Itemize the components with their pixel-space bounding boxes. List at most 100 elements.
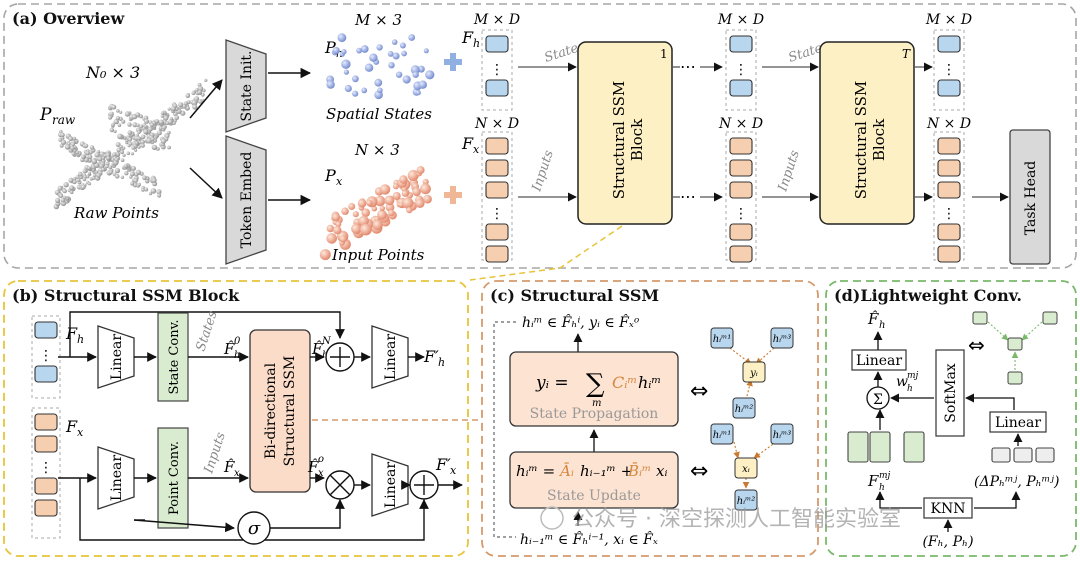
state-point bbox=[344, 84, 352, 93]
raw-point bbox=[200, 92, 205, 97]
prop-c: Cᵢᵐ bbox=[612, 373, 637, 392]
column-ellipsis: ⋮ bbox=[734, 206, 748, 222]
input-point bbox=[412, 187, 421, 197]
state-point bbox=[326, 80, 335, 89]
raw-point bbox=[160, 111, 165, 115]
raw-point bbox=[160, 138, 167, 144]
block-inputs-column: ⋮ bbox=[34, 413, 58, 517]
conv-linear-right: Linear bbox=[989, 411, 1047, 433]
token-embed-box: Token Embed bbox=[225, 135, 267, 265]
raw-point bbox=[132, 122, 138, 128]
input-point bbox=[420, 183, 431, 195]
raw-point bbox=[150, 137, 155, 142]
svg-text:hᵢᵐ³: hᵢᵐ³ bbox=[773, 334, 792, 345]
raw-point bbox=[157, 193, 162, 198]
raw-caption: Raw Points bbox=[73, 204, 159, 222]
svg-text:x: x bbox=[473, 143, 480, 156]
state-point bbox=[356, 47, 362, 54]
graph-h3-node: hᵢᵐ³ bbox=[770, 327, 794, 349]
graph-h2-node: hᵢᵐ² bbox=[732, 397, 756, 419]
svg-text:hᵢᵐ¹: hᵢᵐ¹ bbox=[713, 430, 732, 441]
blockt-line2: Block bbox=[870, 118, 888, 161]
input-point bbox=[415, 198, 425, 208]
raw-point bbox=[134, 148, 138, 152]
graph-yi-node: yᵢ bbox=[742, 361, 766, 383]
conv-fmj-label: F mj h bbox=[867, 471, 891, 493]
input-point bbox=[331, 213, 340, 222]
knn-box: KNN bbox=[923, 497, 973, 519]
svg-text:Linear: Linear bbox=[383, 334, 399, 380]
lightweight-conv-panel: (d)Lightweight Conv. F̂ h Linear Σ w mj … bbox=[825, 280, 1077, 557]
prop-h: hᵢᵐ bbox=[638, 373, 661, 392]
feature-columns: ⋮⋮M × DN × D⋮⋮M × DN × D⋮⋮M × DN × D bbox=[473, 12, 972, 263]
feature-cell bbox=[34, 435, 58, 453]
raw-point bbox=[116, 109, 120, 113]
input-point bbox=[392, 192, 401, 200]
upd-lhs: hᵢᵐ = bbox=[516, 462, 555, 480]
input-point bbox=[416, 166, 425, 175]
spatial-states-cloud bbox=[326, 33, 435, 100]
raw-point bbox=[91, 158, 98, 165]
raw-point bbox=[119, 110, 123, 114]
svg-text:hᵢᵐ²: hᵢᵐ² bbox=[737, 496, 756, 507]
state-point bbox=[352, 75, 359, 83]
raw-point bbox=[94, 152, 100, 158]
token-embed-label: Token Embed bbox=[239, 152, 255, 249]
linear-out-bottom: Linear bbox=[371, 453, 409, 517]
raw-point bbox=[81, 184, 86, 190]
state-point bbox=[401, 50, 407, 57]
raw-point bbox=[69, 185, 75, 191]
state-point bbox=[392, 52, 400, 60]
graph2-h3-node: hᵢᵐ³ bbox=[770, 423, 794, 445]
raw-point bbox=[131, 145, 136, 150]
raw-point bbox=[76, 178, 81, 183]
spatial-caption: Spatial States bbox=[326, 105, 432, 123]
state-conv-box: State Conv. bbox=[157, 312, 189, 402]
svg-text:State Conv.: State Conv. bbox=[167, 319, 182, 394]
state-point bbox=[391, 39, 398, 45]
graph-node-2 bbox=[1007, 337, 1023, 351]
feature-cell bbox=[937, 79, 961, 97]
input-point bbox=[423, 194, 432, 204]
state-point bbox=[408, 34, 416, 41]
raw-point bbox=[144, 124, 148, 128]
raw-point bbox=[140, 143, 145, 148]
overview-panel: (a) Overview N₀ × 3 P raw Raw Points Sta… bbox=[3, 3, 1077, 269]
raw-point bbox=[96, 172, 101, 178]
raw-point bbox=[197, 89, 203, 95]
feature-cell bbox=[485, 35, 509, 53]
svg-text:hᵢᵐ¹: hᵢᵐ¹ bbox=[713, 334, 732, 345]
state-point bbox=[423, 48, 429, 54]
feature-cell bbox=[485, 181, 509, 199]
svg-text:N: N bbox=[321, 336, 332, 347]
ssm-bottom-eq: hᵢ₋₁ᵐ ∈ F̂ₕⁱ⁻¹, xᵢ ∈ F̂ₓ bbox=[520, 530, 658, 548]
raw-point bbox=[108, 165, 113, 170]
inputs-column: ⋮ bbox=[729, 137, 753, 263]
inputs-tag-1: Inputs bbox=[529, 148, 557, 194]
nd-label: N × D bbox=[474, 116, 519, 132]
raw-point bbox=[119, 145, 123, 149]
raw-point bbox=[57, 185, 63, 191]
raw-point bbox=[124, 171, 129, 176]
raw-point bbox=[146, 137, 152, 144]
graph2-xi-node: xᵢ bbox=[734, 457, 758, 479]
raw-point bbox=[204, 78, 208, 82]
inputs-tag-2: Inputs bbox=[775, 148, 803, 194]
feature-cell bbox=[485, 137, 509, 155]
state-point bbox=[410, 65, 420, 75]
raw-point bbox=[71, 142, 75, 147]
iff-bottom: ⇔ bbox=[690, 459, 708, 484]
column-ellipsis: ⋮ bbox=[734, 62, 748, 78]
raw-point bbox=[127, 137, 133, 142]
raw-point bbox=[167, 130, 171, 135]
raw-point bbox=[61, 139, 67, 145]
raw-point bbox=[117, 133, 123, 140]
px-label: P x bbox=[324, 166, 343, 188]
svg-text:F: F bbox=[65, 324, 78, 343]
input-point bbox=[326, 224, 335, 233]
raw-var-label: P raw bbox=[39, 105, 76, 127]
state-point bbox=[343, 69, 349, 75]
conv-linear-top: Linear bbox=[851, 349, 907, 371]
offset-cell-2 bbox=[1035, 447, 1055, 463]
